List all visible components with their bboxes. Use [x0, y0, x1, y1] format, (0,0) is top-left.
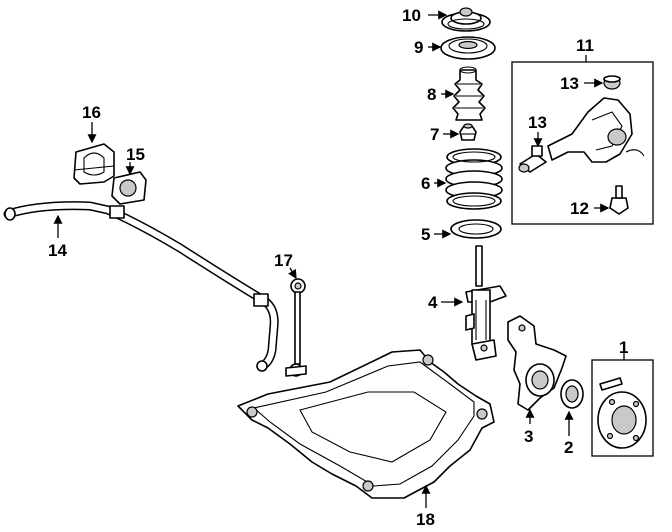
callout-10: 10 [402, 6, 421, 25]
callout-numbers: 10 9 8 7 6 5 4 11 13 13 12 3 2 1 18 17 1… [48, 6, 628, 529]
callout-3: 3 [524, 427, 533, 446]
coil-spring-illustration [445, 148, 503, 210]
stabilizer-link-illustration [285, 278, 307, 377]
subframe-illustration [237, 349, 495, 499]
lower-control-arm-group [511, 61, 654, 225]
callout-9: 9 [414, 38, 423, 57]
wheel-hub-group [591, 359, 654, 457]
callout-13-top: 13 [560, 74, 579, 93]
strut-illustration [465, 245, 507, 361]
strut-mount-illustration [441, 7, 491, 32]
bump-stop-illustration [459, 123, 477, 141]
dust-boot-illustration [452, 66, 486, 121]
steering-knuckle-illustration [507, 315, 567, 411]
callout-4: 4 [428, 293, 438, 312]
callout-17: 17 [274, 251, 293, 270]
callout-16: 16 [82, 103, 101, 122]
leader-lines [53, 10, 625, 508]
callout-2: 2 [564, 438, 573, 457]
wheel-bearing-illustration [560, 379, 584, 409]
leader-17 [288, 267, 297, 280]
callout-5: 5 [421, 225, 430, 244]
callout-8: 8 [427, 85, 436, 104]
callout-15: 15 [126, 145, 145, 164]
bearing-seat-illustration [440, 36, 496, 60]
callout-12: 12 [570, 199, 589, 218]
callout-1: 1 [619, 338, 628, 357]
callout-7: 7 [430, 125, 439, 144]
stabilizer-bushing-illustration [111, 171, 147, 205]
callout-18: 18 [416, 510, 435, 529]
spring-insulator-illustration [450, 219, 502, 239]
stabilizer-bar-illustration [3, 201, 279, 372]
stabilizer-bracket-illustration [73, 143, 115, 185]
callout-6: 6 [421, 174, 430, 193]
callout-11: 11 [576, 36, 594, 55]
callout-13-left: 13 [528, 113, 547, 132]
callout-14: 14 [48, 241, 67, 260]
